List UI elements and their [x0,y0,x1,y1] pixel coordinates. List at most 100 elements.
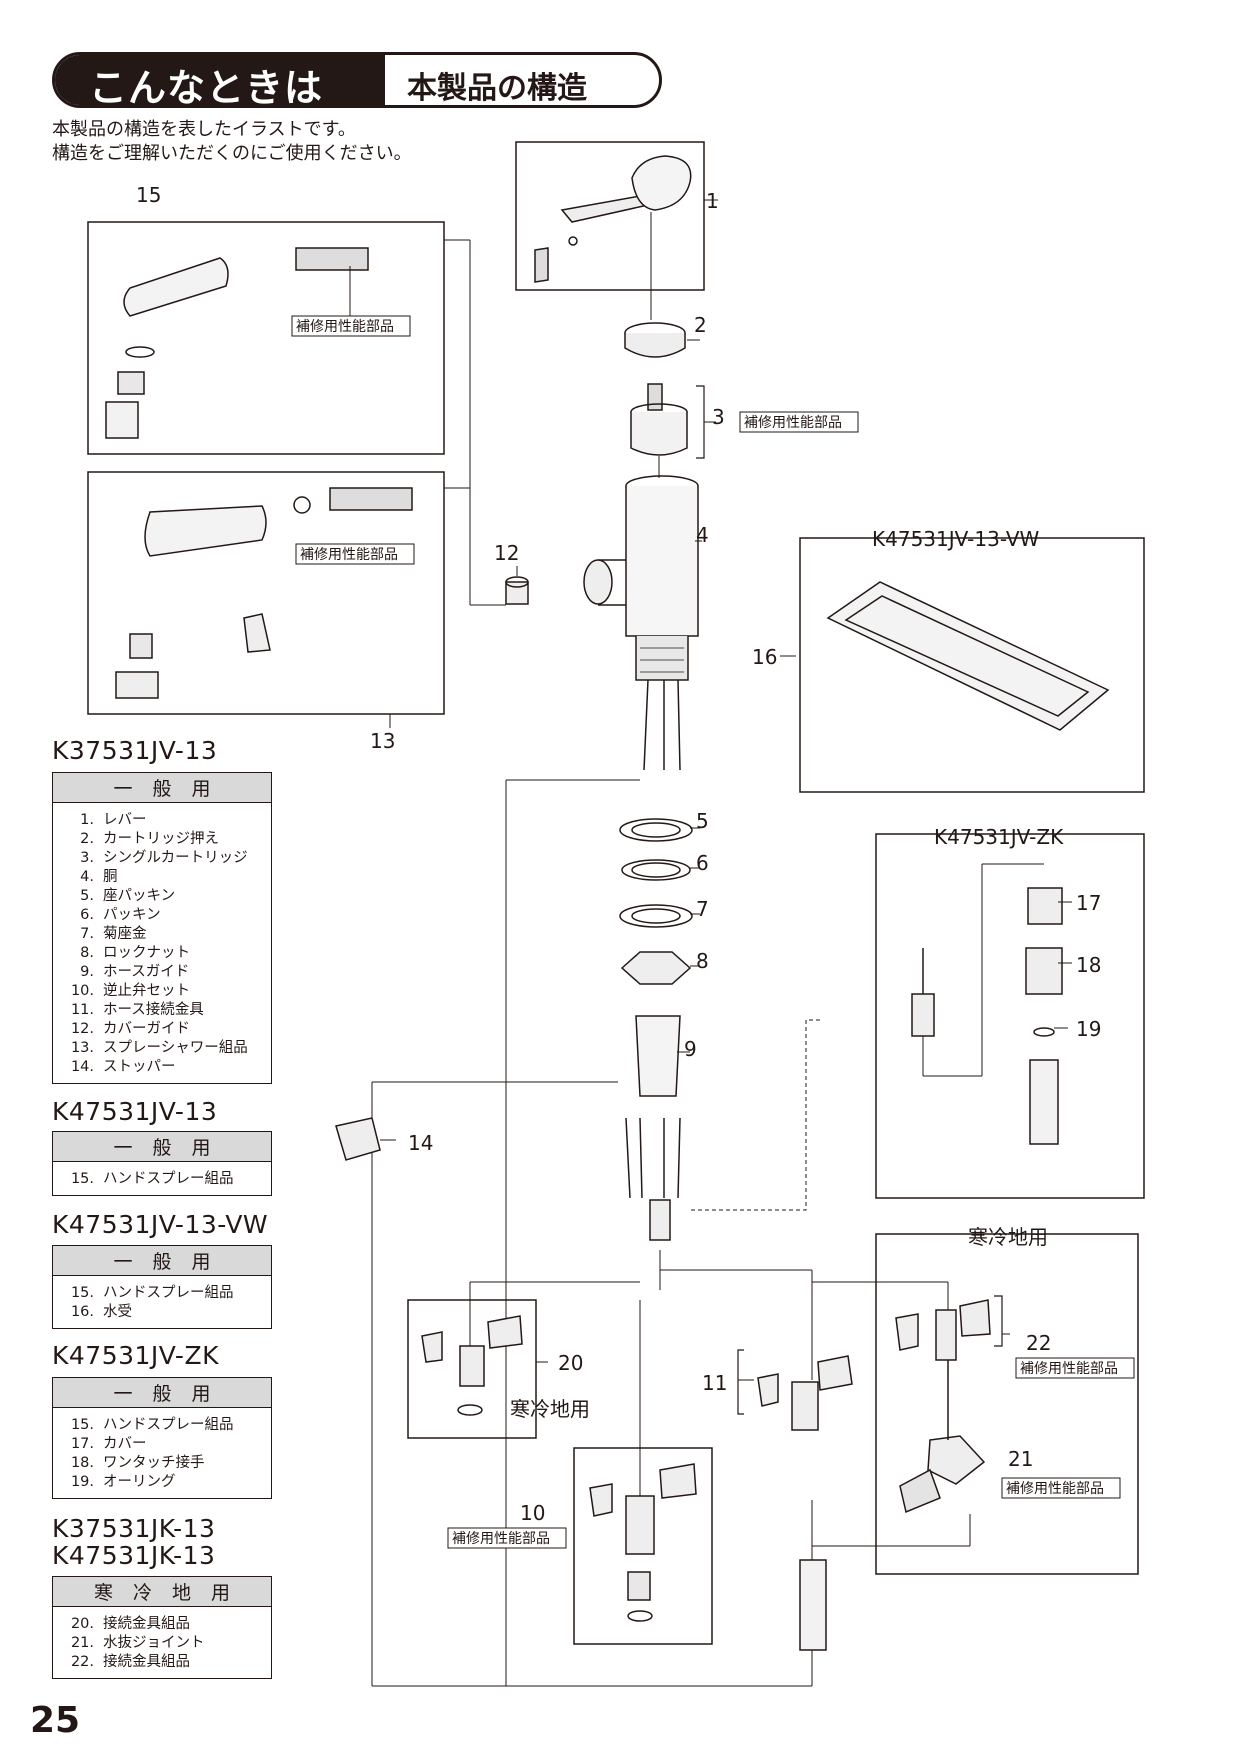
intro-line-2: 構造をご理解いただくのにご使用ください。 [52,143,412,164]
part-name: パッキン [103,907,161,923]
part-label-15: 15 [136,183,161,207]
header-title-block [55,55,388,105]
parts-list-item: 17. カバー [53,1435,271,1454]
part-label-12: 12 [494,541,519,565]
gasket-stack [619,818,700,985]
parts-list-item: 15.ハンドスプレー組品 [53,1284,271,1303]
supply-hoses [625,1117,681,1241]
parts-list-item: 6. パッキン [53,906,271,925]
part-number: 2. [80,831,94,847]
parts-list-item: 14. ストッパー [53,1058,271,1077]
part-number: 4. [80,869,94,885]
parts-list-item: 21. 水抜ジョイント [53,1634,271,1653]
section-header: こんなときは 本製品の構造 [52,52,662,108]
part-name: 水抜ジョイント [103,1635,205,1651]
header-title-sub: 本製品の構造 [407,71,587,106]
part-name: ロックナット [103,945,190,961]
water-tray-box [780,537,1145,793]
part-number: 13. [70,1040,94,1056]
part-label-7: 7 [696,897,709,921]
part-label-6: 6 [696,851,709,875]
part-label-21: 21 [1008,1447,1033,1471]
part-label-14: 14 [408,1131,433,1155]
model-title: K47531JV-13 [52,1097,218,1126]
part-number: 5. [80,888,94,904]
cold-region-box [875,1233,1139,1575]
parts-list-item: 5. 座パッキン [53,887,271,906]
parts-list-item: 1.レバー [53,811,271,830]
part-name: レバー [103,812,147,828]
part-label-3: 3 [712,405,725,429]
box-title-cold20: 寒冷地用 [510,1397,590,1421]
parts-list-item: 22. 接続金具組品 [53,1653,271,1672]
part-number: 15. [70,1285,94,1301]
part-label-22: 22 [1026,1331,1051,1355]
part-number: 16. [70,1304,94,1320]
part-name: 座パッキン [103,888,176,904]
parts-table-header: 一般用 [53,1246,271,1276]
parts-list-item: 8. ロックナット [53,944,271,963]
parts-list-item: 9.ホースガイド [53,963,271,982]
one-touch-box [875,833,1145,1199]
repair-tag: 補修用性能部品 [1020,1361,1118,1377]
hose-guide [635,1015,690,1097]
parts-list: 15. ハンドスプレー組品 [53,1162,271,1195]
part-name: シングルカートリッジ [103,850,248,866]
part-number: 22. [70,1654,94,1670]
part-name: カートリッジ押え [103,831,219,847]
part-name: 逆止弁セット [103,983,190,999]
parts-list-item: 4.胴 [53,868,271,887]
parts-list-item: 18.ワンタッチ接手 [53,1454,271,1473]
parts-list-item: 15. ハンドスプレー組品 [53,1416,271,1435]
part-name: カバー [103,1436,147,1452]
part-name: 菊座金 [103,926,147,942]
part-number: 14. [70,1059,94,1075]
part-label-9: 9 [684,1037,697,1061]
model-title: K37531JK-13 [52,1514,216,1543]
model-title: K47531JV-ZK [52,1341,219,1370]
part-name: オーリング [103,1474,176,1490]
part-number: 3. [80,850,94,866]
part-label-4: 4 [696,523,709,547]
spray-shower-box [87,471,470,728]
part-number: 12. [70,1021,94,1037]
part-number: 8. [80,945,94,961]
part-label-11: 11 [702,1371,727,1395]
parts-list-item: 19.オーリング [53,1473,271,1492]
connection-lines [371,779,971,1687]
part-number: 15. [70,1171,94,1187]
check-valve-box [573,1447,713,1645]
part-name: ハンドスプレー組品 [103,1171,234,1187]
part-name: 接続金具組品 [103,1654,190,1670]
connector-20-box [407,1299,548,1439]
header-title-main: こんなときは [89,66,324,108]
part-number: 17. [70,1436,94,1452]
parts-list-item: 7.菊座金 [53,925,271,944]
part-number: 6. [80,907,94,923]
part-number: 10. [70,983,94,999]
single-cartridge [630,383,716,478]
part-number: 15. [70,1417,94,1433]
parts-list-item: 11.ホース接続金具 [53,1001,271,1020]
repair-tag: 補修用性能部品 [452,1531,550,1547]
part-label-2: 2 [694,313,707,337]
repair-tags: 補修用性能部品 補修用性能部品 補修用性能部品 補修用性能部品 補修用性能部品 … [291,315,1135,1549]
part-name: ホース接続金具 [103,1002,204,1018]
part-number: 21. [70,1635,94,1651]
parts-list-item: 2. カートリッジ押え [53,830,271,849]
cartridge-holder [624,322,700,358]
box-title-cold: 寒冷地用 [968,1225,1048,1249]
part-name: ストッパー [103,1059,176,1075]
parts-table-header: 寒冷地用 [53,1577,271,1607]
part-label-18: 18 [1076,953,1101,977]
part-name: ハンドスプレー組品 [103,1417,234,1433]
parts-table-header: 一般用 [53,1378,271,1408]
repair-tag: 補修用性能部品 [296,319,394,335]
part-label-13: 13 [370,729,395,753]
box-title-vw: K47531JV-13-VW [872,527,1040,551]
